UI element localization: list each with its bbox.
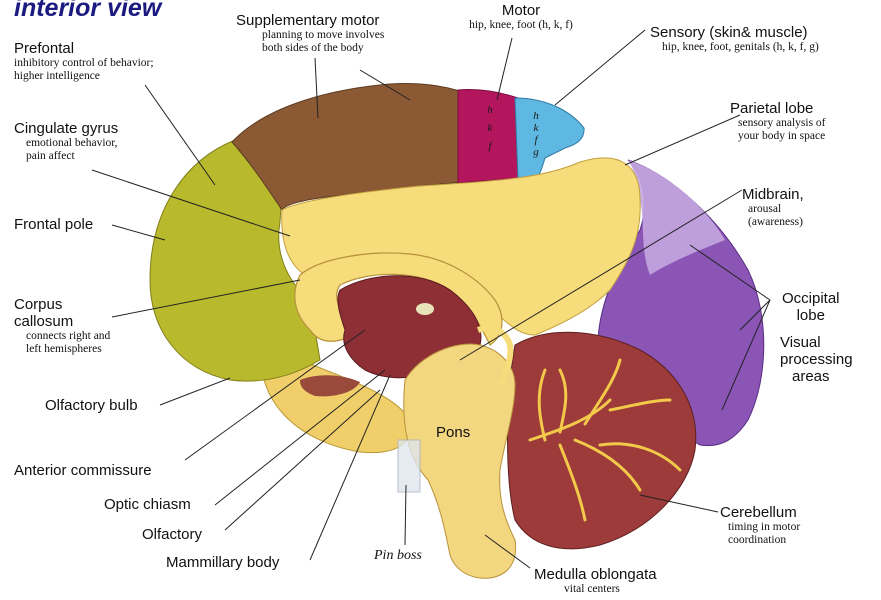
visual-processing-label: Visual processing areas [780, 334, 853, 385]
sensory-letters: h k f g [528, 110, 544, 158]
cerebellum-desc-line1: timing in motor [728, 521, 800, 534]
sensory-title: Sensory (skin& muscle) [650, 24, 819, 41]
midbrain-desc-line2: (awareness) [748, 216, 804, 229]
sensory-desc: hip, knee, foot, genitals (h, k, f, g) [662, 41, 819, 54]
corpus-title-line1: Corpus [14, 296, 110, 313]
visual-title-line3: areas [792, 368, 853, 385]
sensory-letter-h: h [528, 110, 544, 122]
sensory-letter-g: g [528, 146, 544, 158]
supplementary-motor-label: Supplementary motor planning to move inv… [236, 12, 384, 54]
diagram-title: interior view [14, 0, 161, 23]
medulla-desc: vital centers [564, 583, 657, 596]
visual-title-line1: Visual [780, 334, 853, 351]
sensory-letter-k: k [528, 122, 544, 134]
occipital-title-line1: Occipital [782, 290, 840, 307]
anterior-commissure-label: Anterior commissure [14, 462, 152, 479]
corpus-desc-line2: left hemispheres [26, 343, 110, 356]
olfactory-label: Olfactory [142, 526, 202, 543]
cingulate-desc-line1: emotional behavior, [26, 137, 118, 150]
prefrontal-desc-line2: higher intelligence [14, 70, 154, 83]
supplementary-desc-line2: both sides of the body [262, 42, 384, 55]
cingulate-desc-line2: pain affect [26, 150, 118, 163]
cerebellum-desc-line2: coordination [728, 534, 800, 547]
mammillary-body-label: Mammillary body [166, 554, 279, 571]
parietal-desc-line2: your body in space [738, 130, 826, 143]
cerebellum-title: Cerebellum [720, 504, 800, 521]
cingulate-title: Cingulate gyrus [14, 120, 118, 137]
parietal-label: Parietal lobe sensory analysis of your b… [730, 100, 826, 142]
corpus-callosum-label: Corpus callosum connects right and left … [14, 296, 110, 355]
supplementary-motor-title: Supplementary motor [236, 12, 384, 29]
cerebellum-label: Cerebellum timing in motor coordination [720, 504, 800, 546]
sensory-letter-f: f [528, 134, 544, 146]
occipital-label: Occipital lobe [782, 290, 840, 324]
olfactory-bulb-title: Olfactory bulb [45, 397, 138, 414]
visual-title-line2: processing [780, 351, 853, 368]
prefrontal-label: Prefontal inhibitory control of behavior… [14, 40, 154, 82]
parietal-desc-line1: sensory analysis of [738, 117, 826, 130]
anterior-commissure-title: Anterior commissure [14, 462, 152, 479]
pons-label: Pons [436, 424, 470, 441]
prefrontal-title: Prefontal [14, 40, 154, 57]
olfactory-bulb-label: Olfactory bulb [45, 397, 138, 414]
pin-boss-label: Pin boss [374, 548, 422, 564]
optic-chiasm-label: Optic chiasm [104, 496, 191, 513]
cingulate-label: Cingulate gyrus emotional behavior, pain… [14, 120, 118, 162]
motor-letter-f: f [482, 140, 498, 152]
medulla-title: Medulla oblongata [534, 566, 657, 583]
mammillary-body-title: Mammillary body [166, 554, 279, 571]
motor-desc: hip, knee, foot (h, k, f) [460, 19, 582, 32]
midbrain-desc-line1: arousal [748, 203, 804, 216]
corpus-desc-line1: connects right and [26, 330, 110, 343]
corpus-title-line2: callosum [14, 313, 110, 330]
occipital-title-line2: lobe [782, 307, 840, 324]
medulla-label: Medulla oblongata vital centers [534, 566, 657, 596]
supplementary-desc-line1: planning to move involves [262, 29, 384, 42]
motor-letters: h k f [482, 104, 498, 152]
frontal-pole-label: Frontal pole [14, 216, 93, 233]
olfactory-title: Olfactory [142, 526, 202, 543]
motor-letter-k: k [482, 122, 498, 134]
motor-letter-h: h [482, 104, 498, 116]
motor-title: Motor [460, 2, 582, 19]
midbrain-title: Midbrain, [742, 186, 804, 203]
midbrain-label: Midbrain, arousal (awareness) [742, 186, 804, 228]
motor-label: Motor hip, knee, foot (h, k, f) [460, 2, 582, 32]
sensory-label: Sensory (skin& muscle) hip, knee, foot, … [650, 24, 819, 54]
parietal-title: Parietal lobe [730, 100, 826, 117]
optic-chiasm-title: Optic chiasm [104, 496, 191, 513]
massa-intermedia [416, 303, 434, 315]
prefrontal-desc-line1: inhibitory control of behavior; [14, 57, 154, 70]
pin-boss-shape [398, 440, 420, 492]
frontal-pole-title: Frontal pole [14, 216, 93, 233]
